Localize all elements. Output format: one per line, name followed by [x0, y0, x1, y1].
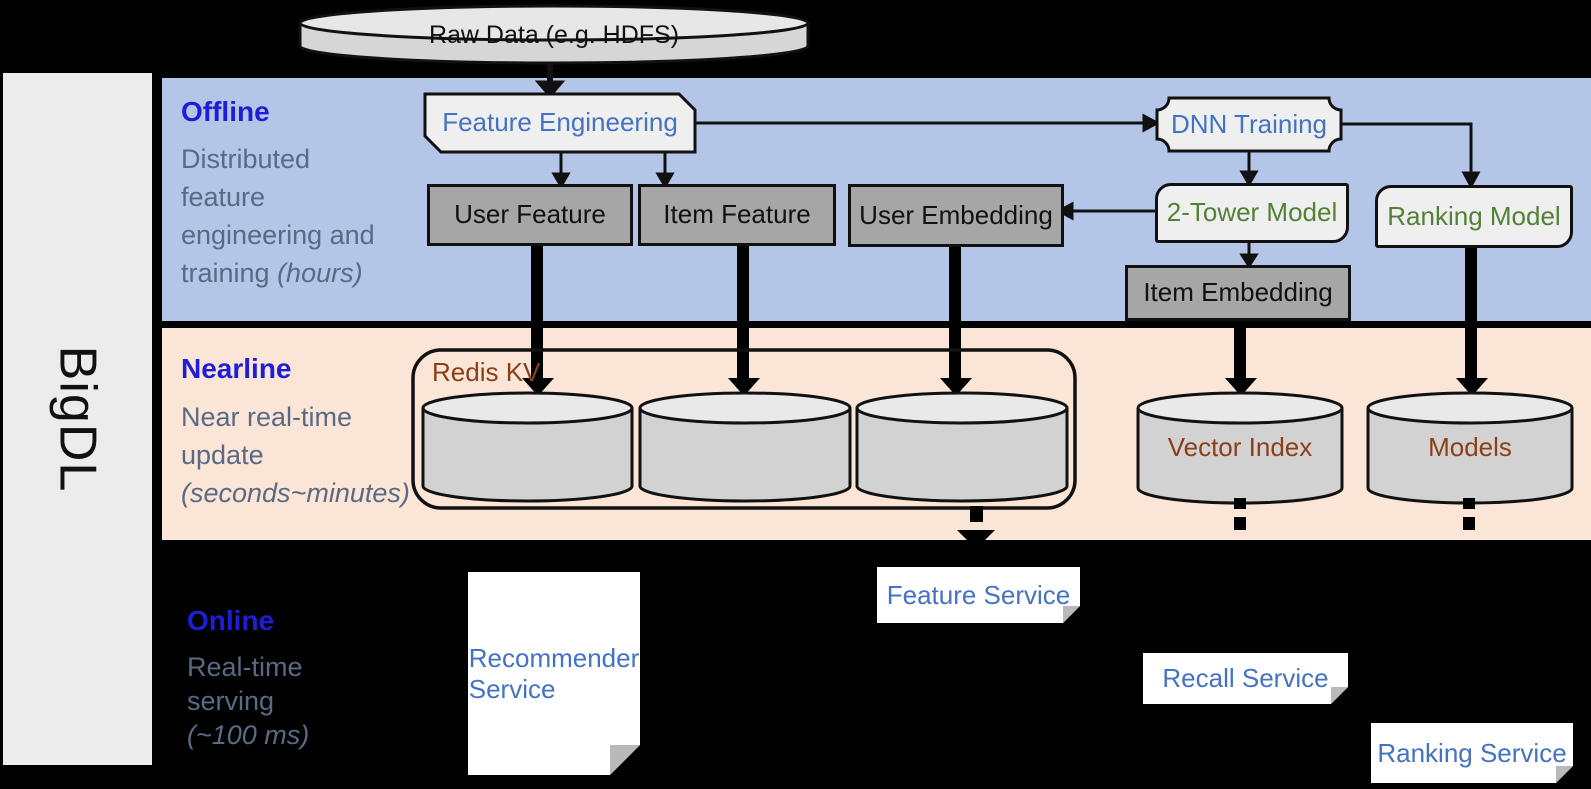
- item-feature-node: Item Feature: [638, 184, 836, 246]
- arrowhead-rawdata-to-fe: [534, 80, 566, 99]
- pipe-userfeature-to-redis: [531, 240, 543, 380]
- pipe-itemfeature-to-redis: [737, 240, 749, 380]
- dash-vectorindex: [1234, 498, 1246, 509]
- dash-models: [1463, 498, 1475, 509]
- recommender-service-label: Recommender Service: [468, 642, 640, 704]
- bigdl-sidebar: BigDL: [3, 73, 152, 765]
- user-embedding-node: User Embedding: [848, 184, 1064, 247]
- ranking-model-node: Ranking Model: [1375, 185, 1573, 248]
- pipe-itemembedding-to-vectorindex: [1234, 315, 1246, 380]
- feature-service-label: Feature Service: [886, 579, 1071, 610]
- nearline-title: Nearline: [181, 353, 292, 384]
- thick-arrows: [522, 240, 1488, 396]
- feature-engineering-shape: [423, 92, 697, 154]
- recommender-service-box: Recommender Service: [468, 572, 640, 775]
- dashed-connectors: [957, 498, 1475, 549]
- redis-kv-label: Redis KV: [432, 357, 541, 387]
- dnn-training-shape: [1155, 96, 1343, 153]
- raw-data-cylinder: [298, 4, 810, 65]
- item-embedding-node: Item Embedding: [1125, 265, 1351, 321]
- user-feature-node: User Feature: [427, 184, 633, 246]
- pipe-userembedding-to-redis: [949, 241, 961, 380]
- ranking-service-label: Ranking Service: [1377, 737, 1567, 768]
- dnn-training-label: DNN Training: [1170, 108, 1328, 139]
- redis-cylinder-3: [855, 391, 1069, 503]
- recall-service-label: Recall Service: [1162, 663, 1329, 693]
- feature-engineering-label: Feature Engineering: [442, 107, 678, 138]
- vector-index-label: Vector Index: [1167, 432, 1313, 463]
- dash-redis-to-featureservice: [970, 506, 983, 522]
- two-tower-model-node: 2-Tower Model: [1155, 183, 1349, 243]
- recall-service-box: Recall Service: [1143, 653, 1348, 704]
- pipe-rankingmodel-to-models: [1465, 242, 1477, 380]
- arrow-dnn-to-rankingmodel: [1341, 122, 1473, 175]
- offline-title: Offline: [181, 96, 270, 127]
- thin-arrows: [534, 63, 1481, 269]
- online-title: Online: [187, 605, 275, 636]
- feature-service-box: Feature Service: [877, 567, 1080, 623]
- raw-data-label: Raw Data (e.g. HDFS): [428, 20, 680, 49]
- models-cylinder: [1366, 391, 1574, 505]
- ranking-service-box: Ranking Service: [1371, 723, 1573, 783]
- redis-kv-container: [411, 348, 1077, 510]
- redis-cylinder-2: [638, 391, 852, 503]
- models-label: Models: [1428, 432, 1512, 463]
- redis-cylinder-1: [421, 391, 634, 503]
